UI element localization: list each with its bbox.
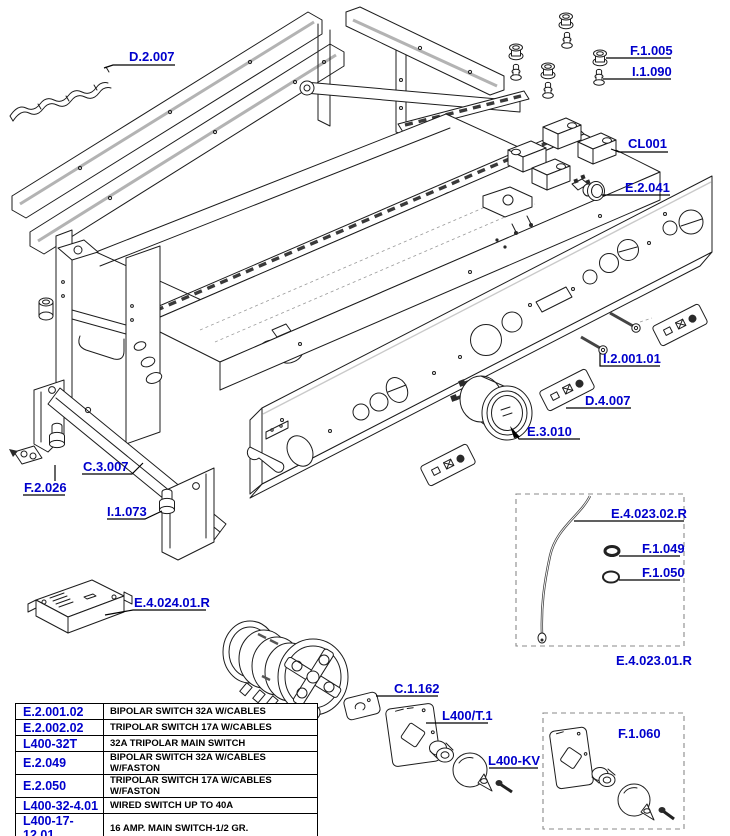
part-description: 32A TRIPOLAR MAIN SWITCH [103,735,318,752]
capillary-kit-box [516,494,684,646]
callout-i1090[interactable]: I.1.090 [632,64,672,79]
callout-f1049[interactable]: F.1.049 [642,541,685,556]
callout-i200101[interactable]: I.2.001.01 [603,351,661,366]
left-tower-frame [39,230,163,444]
chassis-frame [12,7,660,390]
callout-e402401r[interactable]: E.4.024.01.R [134,595,210,610]
parts-table: E.2.001.02 BIPOLAR SWITCH 32A W/CABLES E… [15,703,318,836]
grommet-f1005 [593,50,607,66]
callout-f1005[interactable]: F.1.005 [630,43,673,58]
part-code[interactable]: E.2.002.02 [15,719,104,736]
callout-cl001[interactable]: CL001 [628,136,668,151]
knob-bushing [430,741,454,762]
front-panel-part [247,176,712,498]
module-e402401r [28,580,132,633]
part-description: BIPOLAR SWITCH 32A W/CABLES W/FASTON [103,751,318,775]
switch-e2041-part [572,174,605,200]
part-description: BIPOLAR SWITCH 32A W/CABLES [103,703,318,720]
callout-d4007[interactable]: D.4.007 [585,393,631,408]
part-description: TRIPOLAR SWITCH 17A W/CABLES [103,719,318,736]
part-code[interactable]: L400-32T [15,735,104,752]
knob-screw [495,780,513,792]
stud-i1090 [594,69,605,85]
leg-bracket-part [9,380,226,560]
callout-f1050[interactable]: F.1.050 [642,565,685,580]
knob-kit-parts [343,691,512,792]
table-row: E.2.002.02 TRIPOLAR SWITCH 17A W/CABLES [15,719,318,736]
knob-kit-box-f1060 [543,713,684,829]
table-row: L400-32T 32A TRIPOLAR MAIN SWITCH [15,735,318,752]
table-row: L400-32-4.01 WIRED SWITCH UP TO 40A [15,797,318,814]
knob-l400kv [453,753,492,791]
oring-f1049 [605,547,619,556]
part-code[interactable]: E.2.001.02 [15,703,104,720]
part-description: WIRED SWITCH UP TO 40A [103,797,318,814]
part-code[interactable]: L400-17-12.01 [15,813,104,836]
table-row: E.2.049 BIPOLAR SWITCH 32A W/CABLES W/FA… [15,751,318,775]
callout-f1060[interactable]: F.1.060 [618,726,661,741]
leader-lines [23,58,684,768]
screws-i200101 [581,313,652,354]
callout-c1162[interactable]: C.1.162 [394,681,440,696]
callout-c3007[interactable]: C.3.007 [83,459,129,474]
table-row: E.2.050 TRIPOLAR SWITCH 17A W/CABLES W/F… [15,774,318,798]
callout-e402302r[interactable]: E.4.023.02.R [611,506,687,521]
callout-l400kv[interactable]: L400-KV [488,753,541,768]
plate-f2026 [9,446,42,464]
foot-i1073 [160,489,175,513]
label-plates-d4007 [420,303,708,486]
callout-i1073[interactable]: I.1.073 [107,504,147,519]
callout-e2041[interactable]: E.2.041 [625,180,670,195]
part-code[interactable]: L400-32-4.01 [15,797,104,814]
table-row: L400-17-12.01 16 AMP. MAIN SWITCH-1/2 GR… [15,813,318,836]
serrated-strip-part [10,67,111,121]
callout-e3010[interactable]: E.3.010 [527,424,572,439]
part-description: TRIPOLAR SWITCH 17A W/CABLES W/FASTON [103,774,318,798]
rubber-feet-group [509,13,607,98]
callout-f2026[interactable]: F.2.026 [24,480,67,495]
cl001-blocks [508,118,616,190]
pressure-gauge-part [450,376,532,440]
table-row: E.2.001.02 BIPOLAR SWITCH 32A W/CABLES [15,703,318,720]
oring-f1050 [603,572,619,583]
part-code[interactable]: E.2.049 [15,751,104,775]
part-code[interactable]: E.2.050 [15,774,104,798]
rotary-switch-part [223,621,348,721]
callout-d2007[interactable]: D.2.007 [129,49,175,64]
foot-left [50,423,65,447]
callout-l400t1[interactable]: L400/T.1 [442,708,493,723]
part-description: 16 AMP. MAIN SWITCH-1/2 GR. [103,813,318,836]
callout-e402301r[interactable]: E.4.023.01.R [616,653,692,668]
